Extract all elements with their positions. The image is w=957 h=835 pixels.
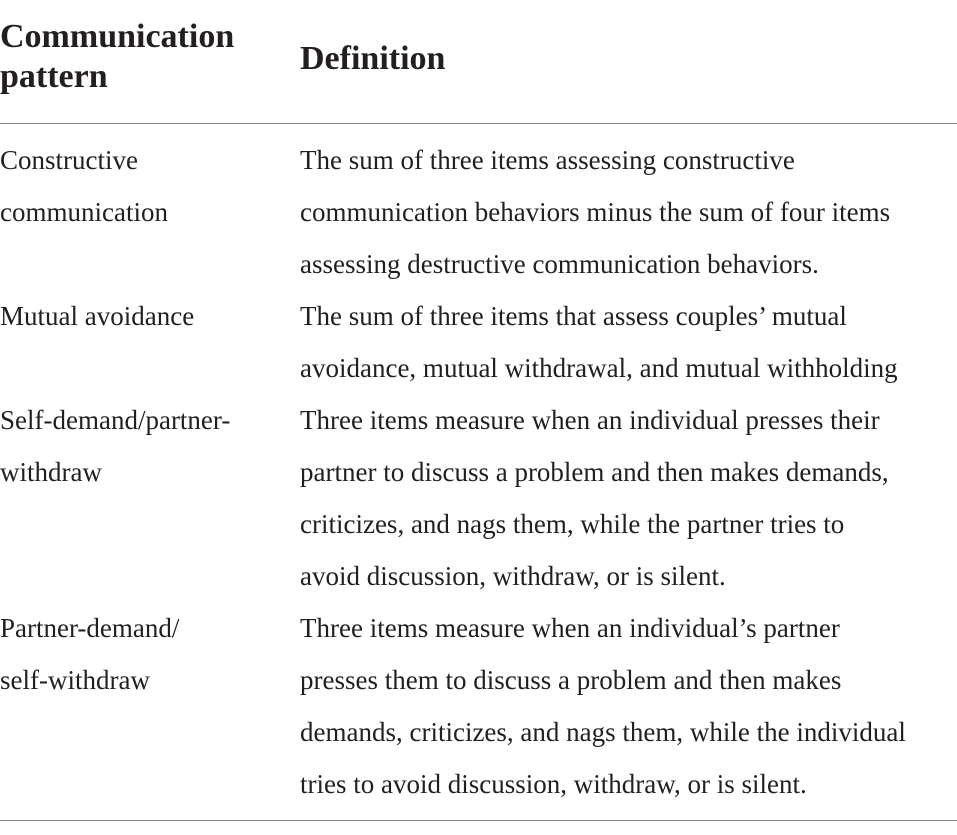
- pattern-line: communication: [0, 197, 168, 227]
- table-row: Mutual avoidance The sum of three items …: [0, 290, 957, 394]
- table-header-row: Communication pattern Definition: [0, 0, 957, 124]
- pattern-cell: Constructive communication: [0, 134, 300, 238]
- definition-cell: Three items measure when an individual p…: [300, 394, 957, 602]
- table-bottom-rule: [0, 820, 957, 821]
- pattern-cell: Self-demand/partner- withdraw: [0, 394, 300, 498]
- table-row: Self-demand/partner- withdraw Three item…: [0, 394, 957, 602]
- definition-line: avoidance, mutual withdrawal, and mutual…: [300, 353, 898, 383]
- header-definition: Definition: [300, 40, 446, 77]
- pattern-cell: Mutual avoidance: [0, 290, 300, 342]
- definition-line: demands, criticizes, and nags them, whil…: [300, 717, 906, 747]
- table-row: Constructive communication The sum of th…: [0, 134, 957, 290]
- definition-cell: The sum of three items that assess coupl…: [300, 290, 957, 394]
- definition-line: partner to discuss a problem and then ma…: [300, 457, 889, 487]
- definition-cell: Three items measure when an individual’s…: [300, 602, 957, 810]
- definition-line: presses them to discuss a problem and th…: [300, 665, 842, 695]
- definition-line: communication behaviors minus the sum of…: [300, 197, 891, 227]
- pattern-line: self-withdraw: [0, 665, 150, 695]
- definition-line: Three items measure when an individual’s…: [300, 613, 840, 643]
- communication-pattern-table: Communication pattern Definition Constru…: [0, 0, 957, 810]
- header-communication-pattern: Communication pattern: [0, 18, 235, 95]
- pattern-line: Self-demand/partner-: [0, 405, 231, 435]
- definition-line: The sum of three items assessing constru…: [300, 145, 795, 175]
- definition-line: tries to avoid discussion, withdraw, or …: [300, 769, 807, 799]
- table-body: Constructive communication The sum of th…: [0, 124, 957, 810]
- pattern-line: Partner-demand/: [0, 613, 180, 643]
- pattern-line: withdraw: [0, 457, 102, 487]
- definition-line: avoid discussion, withdraw, or is silent…: [300, 561, 726, 591]
- definition-line: Three items measure when an individual p…: [300, 405, 880, 435]
- table-row: Partner-demand/ self-withdraw Three item…: [0, 602, 957, 810]
- definition-line: assessing destructive communication beha…: [300, 249, 819, 279]
- pattern-cell: Partner-demand/ self-withdraw: [0, 602, 300, 706]
- definition-cell: The sum of three items assessing constru…: [300, 134, 957, 290]
- definition-line: criticizes, and nags them, while the par…: [300, 509, 845, 539]
- definition-line: The sum of three items that assess coupl…: [300, 301, 847, 331]
- pattern-line: Constructive: [0, 145, 138, 175]
- pattern-line: Mutual avoidance: [0, 301, 195, 331]
